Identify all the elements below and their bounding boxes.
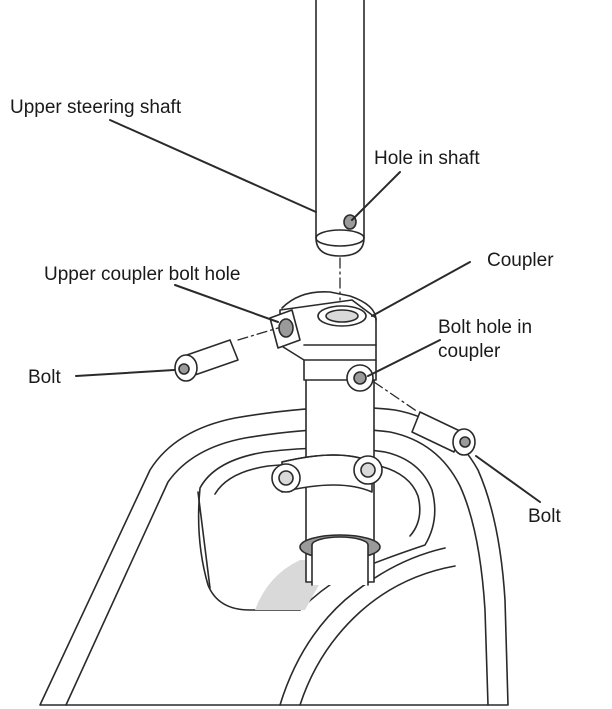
- left-bolt: [174, 339, 239, 382]
- upper-shaft: [315, 0, 365, 257]
- alignment-lines: [237, 257, 419, 413]
- lower-clamp: [271, 454, 383, 493]
- label-upper-steering-shaft: Upper steering shaft: [10, 97, 182, 118]
- label-bolt-left: Bolt: [28, 367, 61, 388]
- leader-lines: [75, 119, 541, 503]
- coupler-part: [269, 291, 377, 392]
- label-bolt-hole-in-coupler-line1: Bolt hole in: [438, 317, 533, 338]
- label-coupler: Coupler: [487, 250, 554, 271]
- column-housing: [39, 406, 509, 706]
- label-upper-coupler-bolt-hole: Upper coupler bolt hole: [44, 264, 241, 285]
- label-hole-in-shaft: Hole in shaft: [374, 148, 480, 169]
- right-bolt: [411, 411, 476, 456]
- label-bolt-hole-in-coupler-line2: coupler: [438, 341, 501, 362]
- label-bolt-right: Bolt: [528, 506, 561, 527]
